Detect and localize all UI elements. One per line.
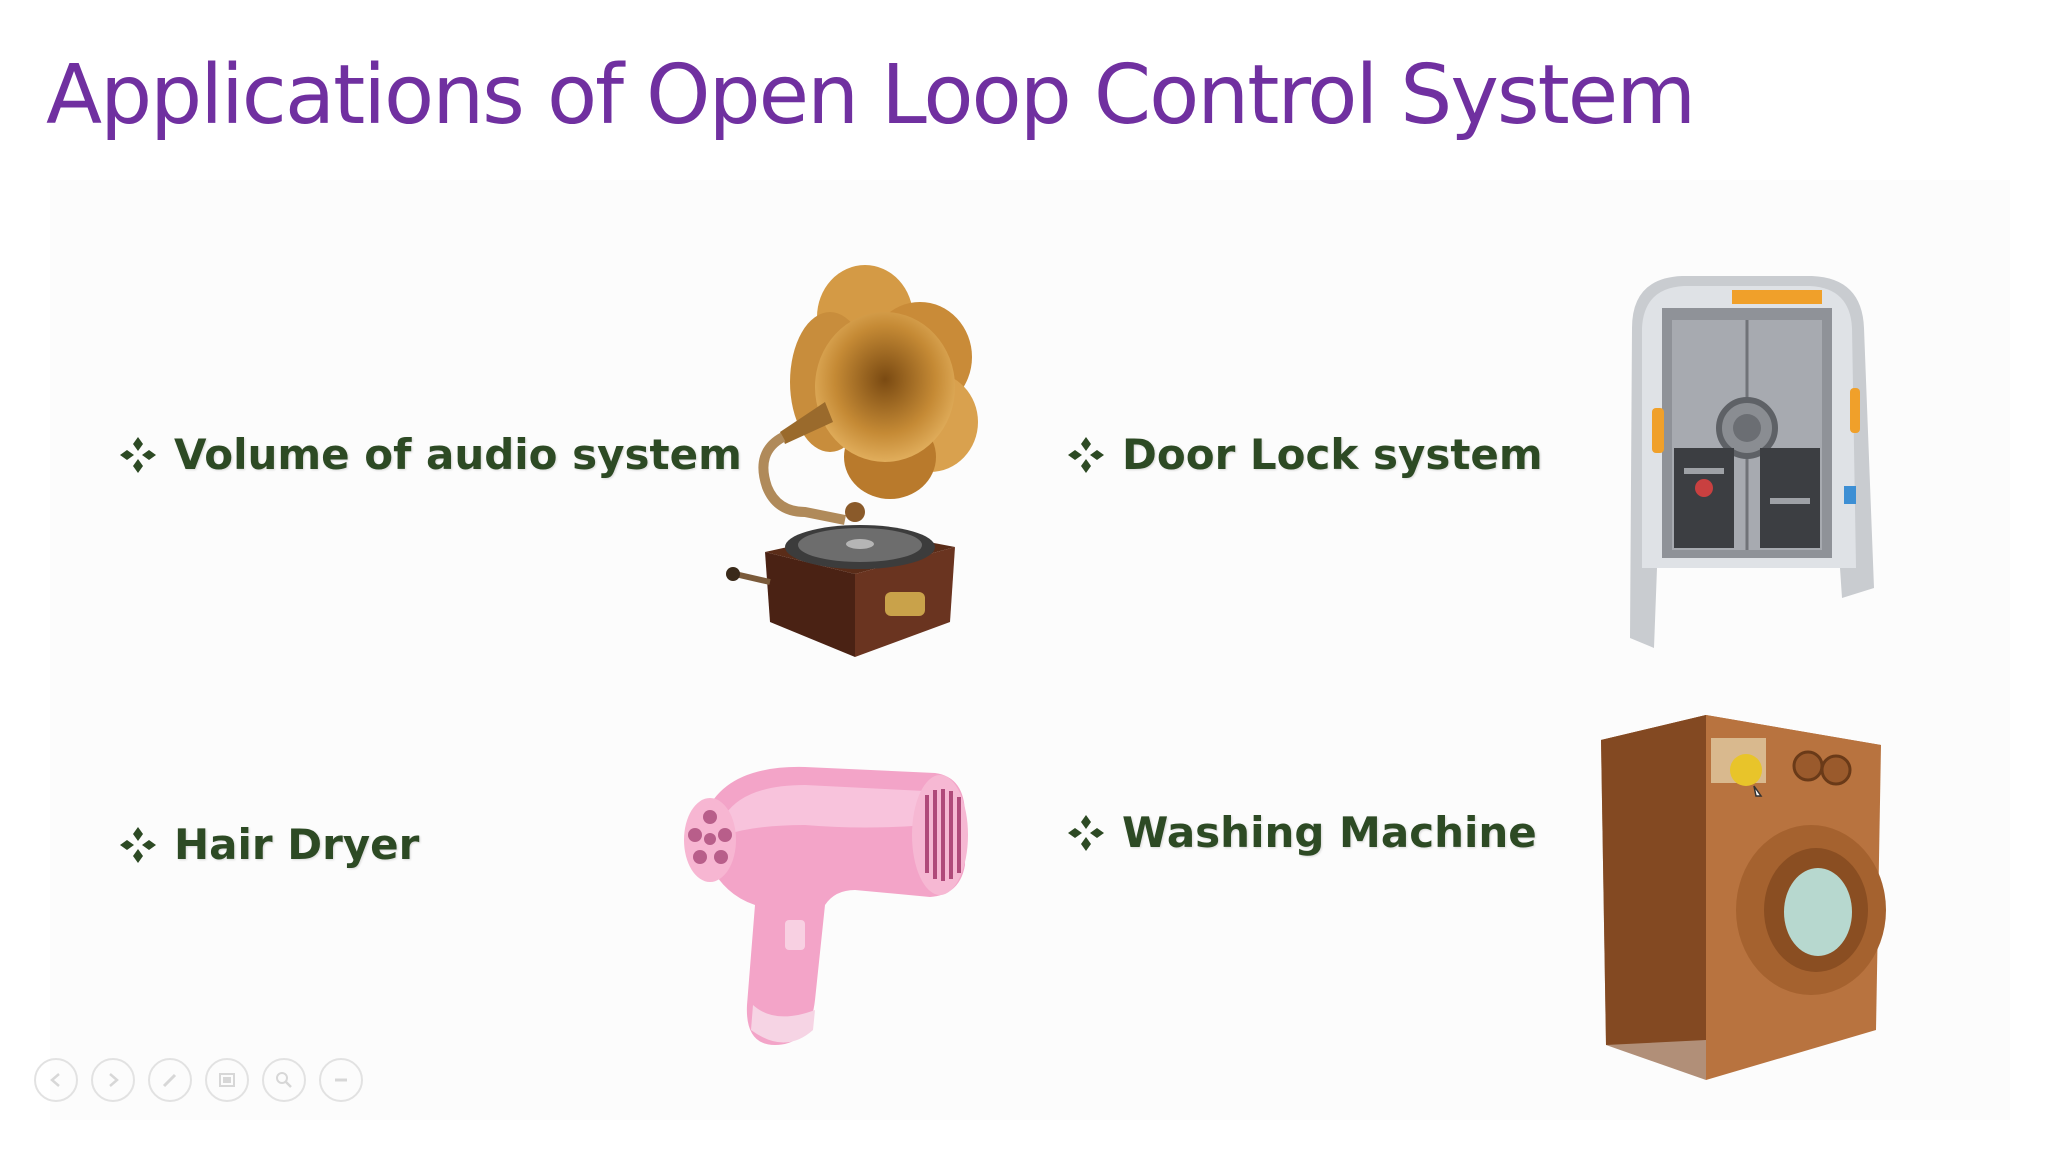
- hair-dryer-image: [684, 766, 968, 1045]
- bullet-washing-machine: Washing Machine: [1066, 808, 1537, 857]
- bullet-volume-audio: Volume of audio system: [118, 430, 742, 479]
- next-icon[interactable]: [91, 1058, 135, 1102]
- vault-door-image: [1630, 276, 1874, 648]
- bullet-diamond-icon: [1068, 436, 1104, 473]
- bullet-label: Hair Dryer: [174, 820, 420, 869]
- bullet-label: Door Lock system: [1122, 430, 1543, 479]
- more-icon[interactable]: [319, 1058, 363, 1102]
- bullet-label: Volume of audio system: [174, 430, 742, 479]
- slides-icon[interactable]: [205, 1058, 249, 1102]
- pen-icon[interactable]: [148, 1058, 192, 1102]
- presenter-toolbar: [34, 1058, 363, 1102]
- page-title: Applications of Open Loop Control System: [46, 48, 1696, 143]
- zoom-icon[interactable]: [262, 1058, 306, 1102]
- bullet-hair-dryer: Hair Dryer: [118, 820, 419, 869]
- bullet-diamond-icon: [1068, 814, 1104, 851]
- bullet-label: Washing Machine: [1122, 808, 1537, 857]
- gramophone-image: [726, 265, 978, 657]
- washing-machine-image: [1601, 715, 1886, 1080]
- bullet-diamond-icon: [120, 826, 156, 863]
- bullet-door-lock: Door Lock system: [1066, 430, 1543, 479]
- bullet-diamond-icon: [120, 436, 156, 473]
- previous-icon[interactable]: [34, 1058, 78, 1102]
